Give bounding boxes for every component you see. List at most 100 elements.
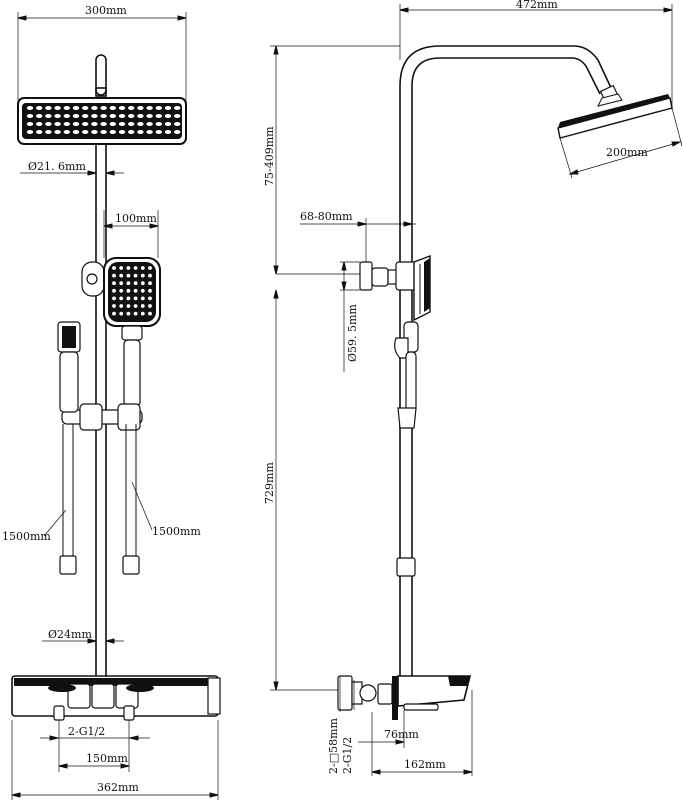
dim-pipe-height-label: 729mm bbox=[263, 462, 276, 504]
nozzle bbox=[36, 130, 43, 134]
mixer-body bbox=[11, 675, 221, 721]
hand-nozzle bbox=[133, 273, 138, 278]
dim-pipe-diameter-label: Ø21. 6mm bbox=[28, 160, 86, 173]
hand-nozzle bbox=[126, 266, 131, 270]
nozzle bbox=[128, 122, 135, 126]
nozzle bbox=[109, 114, 117, 118]
hand-nozzle bbox=[112, 304, 116, 308]
nozzle bbox=[174, 106, 181, 110]
dim-mount-square-label: 2-□58mm bbox=[327, 717, 340, 774]
dim-mount-thread-label: 2-G1/2 bbox=[341, 737, 354, 774]
dim-hose-right: 1500mm bbox=[131, 481, 201, 538]
nozzle bbox=[128, 106, 135, 110]
nozzle bbox=[45, 130, 52, 134]
hand-nozzle bbox=[112, 273, 116, 278]
nozzle bbox=[54, 122, 61, 126]
nozzle bbox=[26, 106, 34, 110]
nozzle bbox=[146, 106, 153, 110]
side-rain-head bbox=[557, 93, 673, 139]
nozzle bbox=[45, 106, 52, 110]
dim-pipe-diameter: Ø21. 6mm bbox=[20, 160, 124, 176]
side-hand-shower-head bbox=[394, 254, 431, 429]
nozzle bbox=[100, 106, 107, 110]
dim-head-square: 200mm bbox=[559, 107, 683, 179]
rain-shower-head bbox=[17, 97, 187, 145]
hand-nozzle bbox=[119, 281, 124, 286]
nozzle bbox=[155, 114, 162, 118]
wall-bracket bbox=[276, 261, 417, 291]
hand-nozzle bbox=[148, 288, 152, 293]
nozzle bbox=[45, 114, 52, 118]
nozzle bbox=[174, 130, 181, 134]
nozzle bbox=[26, 114, 34, 118]
dim-pipe-diameter-lower: Ø24mm bbox=[42, 628, 124, 644]
hand-nozzle bbox=[133, 311, 138, 316]
hand-nozzle bbox=[140, 281, 145, 286]
nozzle bbox=[137, 122, 144, 126]
nozzle bbox=[72, 114, 80, 118]
dim-body-depth-label: 162mm bbox=[404, 758, 446, 771]
nozzle bbox=[63, 122, 70, 126]
dim-handshower-width: 100mm bbox=[103, 210, 159, 258]
dim-overall-reach: 472mm bbox=[399, 0, 673, 110]
dim-bracket-offset: 68-80mm bbox=[300, 210, 416, 262]
dim-inlet-thread: 2-G1/2 bbox=[40, 725, 150, 741]
nozzle bbox=[164, 114, 172, 118]
hand-nozzle bbox=[112, 296, 116, 301]
hand-nozzle bbox=[140, 288, 145, 293]
hand-nozzle bbox=[140, 266, 145, 270]
nozzle bbox=[91, 106, 98, 110]
hand-nozzle bbox=[148, 311, 152, 316]
nozzle bbox=[45, 122, 52, 126]
hand-nozzle bbox=[148, 273, 152, 278]
dim-head-width-label: 300mm bbox=[85, 4, 127, 17]
hoses bbox=[59, 424, 140, 575]
nozzle bbox=[109, 122, 117, 126]
hand-nozzle bbox=[126, 281, 131, 286]
dim-bracket-diameter: Ø59. 5mm bbox=[340, 261, 360, 372]
dim-body-width: 362mm bbox=[11, 720, 219, 800]
nozzle bbox=[36, 106, 43, 110]
nozzle bbox=[72, 130, 80, 134]
nozzle bbox=[26, 122, 34, 126]
nozzle bbox=[54, 106, 61, 110]
dim-handshower-width-label: 100mm bbox=[115, 212, 157, 225]
dim-mount-square: 2-□58mm bbox=[327, 676, 341, 774]
nozzle bbox=[109, 106, 117, 110]
dim-head-square-label: 200mm bbox=[606, 146, 648, 159]
nozzle bbox=[63, 130, 70, 134]
dim-inlet-thread-label: 2-G1/2 bbox=[68, 725, 105, 738]
nozzle bbox=[174, 114, 181, 118]
dim-adjust-height-label: 75-409mm bbox=[263, 126, 276, 186]
nozzle bbox=[137, 114, 144, 118]
dim-hose-right-label: 1500mm bbox=[152, 525, 201, 538]
nozzle bbox=[26, 130, 34, 134]
hand-nozzle bbox=[126, 288, 131, 293]
hand-nozzle bbox=[112, 311, 116, 316]
hand-nozzle bbox=[133, 281, 138, 286]
nozzle bbox=[63, 106, 70, 110]
nozzle bbox=[164, 122, 172, 126]
nozzle bbox=[54, 114, 61, 118]
head-arm-stub bbox=[95, 54, 107, 96]
side-view: 472mm 200mm bbox=[263, 0, 683, 776]
shower-arm bbox=[399, 45, 619, 102]
dim-overall-reach-label: 472mm bbox=[516, 0, 558, 11]
dim-head-width: 300mm bbox=[17, 4, 187, 100]
hand-nozzle bbox=[148, 296, 152, 301]
hand-nozzle bbox=[112, 281, 116, 286]
hand-nozzle bbox=[148, 281, 152, 286]
nozzle bbox=[146, 114, 153, 118]
hand-nozzle bbox=[126, 296, 131, 301]
dim-hose-left: 1500mm bbox=[2, 509, 67, 543]
nozzle bbox=[118, 106, 126, 110]
nozzle bbox=[146, 122, 153, 126]
hand-nozzle bbox=[133, 296, 138, 301]
nozzle bbox=[155, 106, 162, 110]
nozzle bbox=[146, 130, 153, 134]
nozzle bbox=[91, 122, 98, 126]
hand-nozzle bbox=[140, 304, 145, 308]
dim-mount-thread: 2-G1/2 bbox=[341, 680, 355, 774]
hand-nozzle bbox=[140, 311, 145, 316]
dim-bracket-offset-label: 68-80mm bbox=[300, 210, 353, 223]
